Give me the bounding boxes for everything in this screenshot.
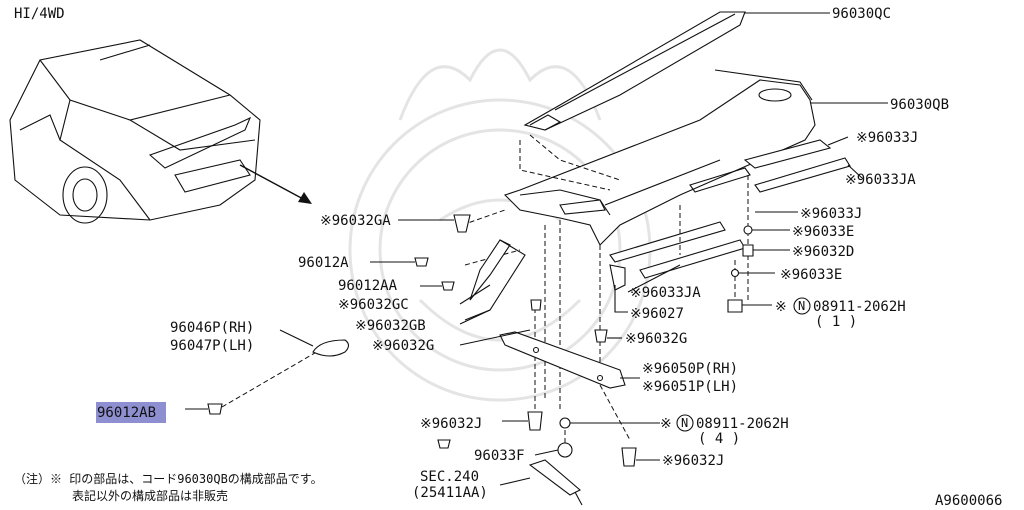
label-96032GC[interactable]: ※96032GC [338, 297, 409, 313]
label-96033E-a[interactable]: ※96033E [792, 224, 854, 240]
label-96033JA-b[interactable]: ※96033JA [630, 285, 701, 301]
label-96012AA[interactable]: 96012AA [338, 278, 398, 294]
label-08911-b[interactable]: 08911-2062H [696, 416, 789, 432]
label-96032G-b[interactable]: ※96032G [372, 338, 434, 354]
trim-strips [609, 139, 851, 279]
fastener-icons [207, 214, 754, 467]
label-96046P[interactable]: 96046P(RH) [170, 320, 254, 336]
diagram-id: A9600066 [935, 493, 1002, 509]
label-96032D[interactable]: ※96032D [792, 244, 854, 260]
label-08911-a-prefix: ※ [775, 299, 787, 315]
label-08911-a-n: N [798, 299, 805, 313]
label-96033E-b[interactable]: ※96033E [780, 267, 842, 283]
label-96051P[interactable]: ※96051P(LH) [642, 379, 738, 395]
footnote-line2: 表記以外の構成部品は非販売 [72, 488, 228, 503]
label-96030QB[interactable]: 96030QB [890, 97, 949, 113]
label-96033F[interactable]: 96033F [474, 448, 525, 464]
label-08911-b-qty: ( 4 ) [698, 431, 740, 447]
highlight-96012AB[interactable] [96, 402, 166, 423]
pointer-arrow [239, 164, 306, 201]
label-96032GA[interactable]: ※96032GA [320, 213, 391, 229]
label-96027[interactable]: ※96027 [630, 306, 684, 322]
label-08911-b-n: N [681, 416, 688, 430]
label-96047P[interactable]: 96047P(LH) [170, 338, 254, 354]
label-96033J-a[interactable]: ※96033J [856, 130, 918, 146]
car-icon [9, 39, 261, 224]
bracket-96032GB [464, 239, 526, 321]
pointer-arrowhead [298, 192, 312, 204]
label-96012AB[interactable]: 96012AB [97, 405, 156, 421]
label-96030QC[interactable]: 96030QC [832, 6, 891, 22]
variant-label: HI/4WD [14, 6, 65, 22]
spoiler-upper-96030QC [523, 11, 746, 131]
label-08911-b-prefix: ※ [660, 416, 672, 432]
leader-lines [185, 12, 888, 486]
n-circle-icon [793, 297, 811, 315]
label-96033J-b[interactable]: ※96033J [800, 206, 862, 222]
lamp-96046P [312, 339, 350, 357]
label-25411AA[interactable]: (25411AA) [412, 485, 488, 501]
label-08911-a[interactable]: 08911-2062H [813, 299, 906, 315]
footnote-line1: （注）※ 印の部品は、コード96030QBの構成部品です。 [14, 471, 323, 486]
label-96033JA-a[interactable]: ※96033JA [845, 172, 916, 188]
label-96032J-b[interactable]: ※96032J [662, 453, 724, 469]
spoiler-body-96030QB [503, 69, 816, 246]
label-96032J-a[interactable]: ※96032J [420, 416, 482, 432]
label-96050P[interactable]: ※96050P(RH) [642, 361, 738, 377]
label-96032G-a[interactable]: ※96032G [625, 331, 687, 347]
stay-96050P [499, 331, 626, 389]
n-circle-icon [676, 414, 694, 432]
label-08911-a-qty: ( 1 ) [815, 314, 857, 330]
label-96012A[interactable]: 96012A [298, 255, 349, 271]
label-sec240[interactable]: SEC.240 [420, 469, 479, 485]
harness-sec240 [528, 459, 583, 506]
label-96032GB[interactable]: ※96032GB [355, 318, 426, 334]
